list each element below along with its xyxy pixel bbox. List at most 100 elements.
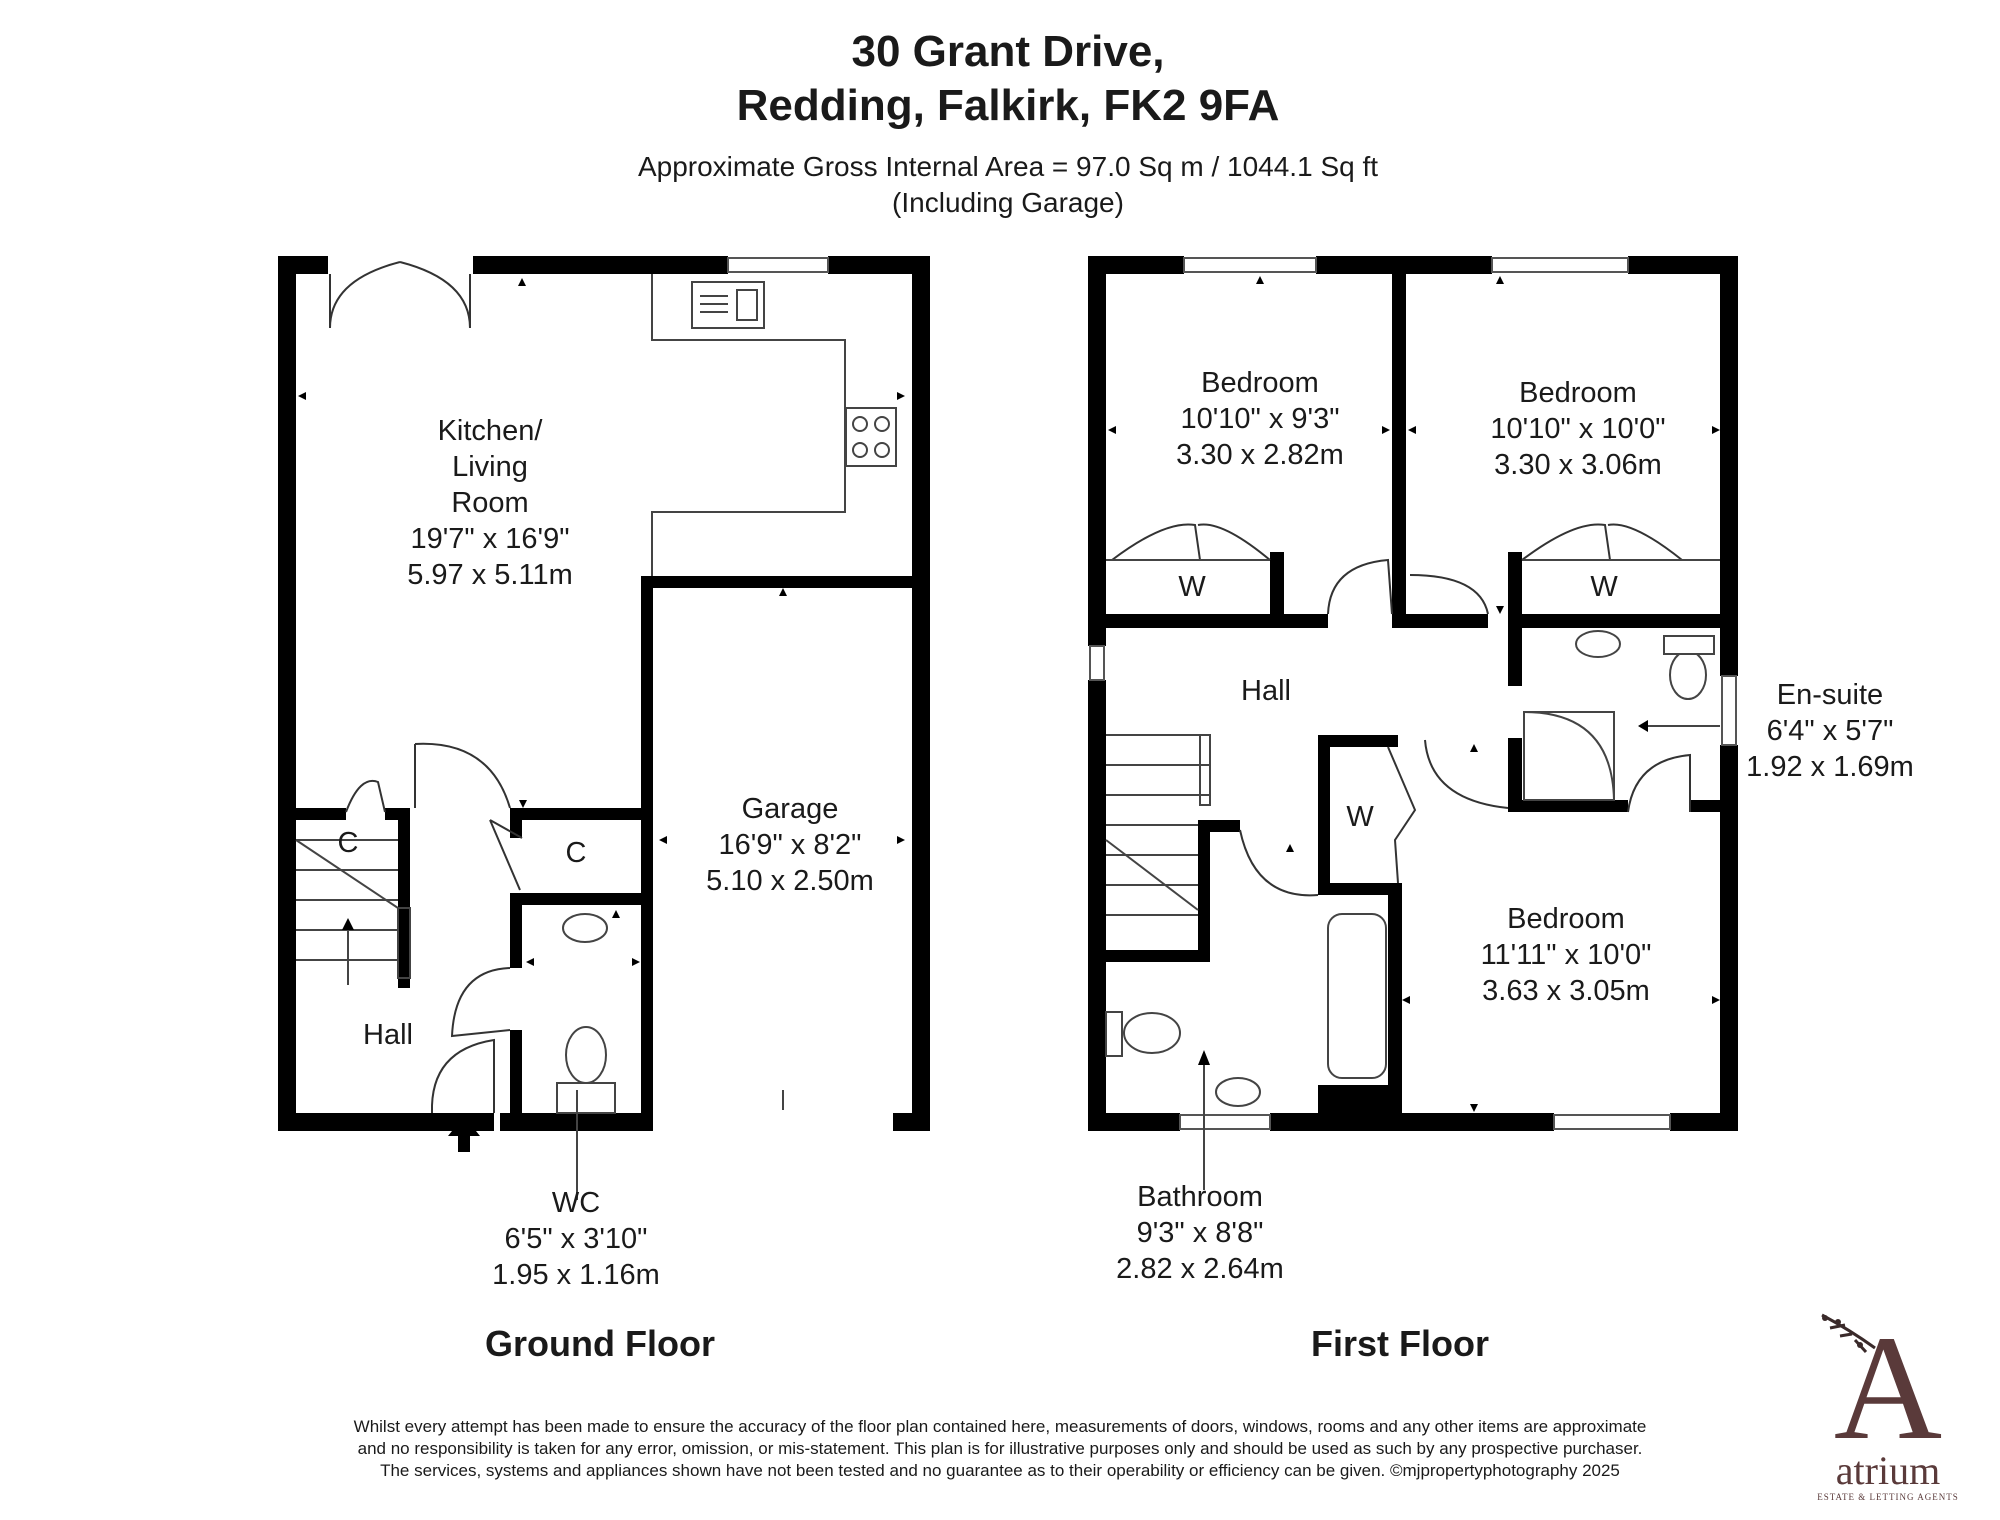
logo-branch-icon [1821,1313,1876,1354]
first-floor-title: First Floor [1311,1323,1489,1364]
ensuite-toilet-icon [1669,650,1707,700]
ff-wall-bed1-bottom [1106,614,1328,628]
ff-wall-right-top [1720,256,1738,676]
gf-wall-c-top [510,808,650,820]
wardrobe2-label: W [1590,571,1618,603]
kitchen-metric: 5.97 x 5.11m [407,559,573,591]
gf-wall-bottom-mid [500,1113,650,1131]
ff-wall-bottom-c [1670,1113,1738,1131]
ff-wall-top-a [1088,256,1184,274]
atrium-logo: A atrium ESTATE & LETTING AGENTS [1817,1305,1959,1502]
gf-wall-wc-left-top [510,893,522,968]
gf-wall-c-bottom [510,893,650,905]
disclaimer-line-1: Whilst every attempt has been made to en… [354,1417,1647,1436]
gf-toilet-icon [565,1026,607,1084]
ff-door-bath [1239,829,1319,897]
logo-tagline: ESTATE & LETTING AGENTS [1817,1492,1959,1502]
ensuite-basin-icon [1575,630,1621,658]
bedroom2-imperial: 10'10" x 10'0" [1490,413,1665,445]
first-floor-plan [1088,256,1738,1190]
disclaimer-line-2: and no responsibility is taken for any e… [358,1439,1643,1458]
gf-toilet-cistern [556,1082,616,1114]
gf-door-cupboard [345,779,386,813]
gf-wc-basin-icon [562,913,608,943]
wc-imperial: 6'5" x 3'10" [505,1223,648,1255]
gf-wall-garage-left [641,576,653,1131]
gf-wall-top-a [278,256,328,274]
sink-bowl [736,289,758,321]
ensuite-metric: 1.92 x 1.69m [1746,751,1914,783]
hob-icon [845,407,897,467]
wc-metric: 1.95 x 1.16m [492,1259,660,1291]
garage-name: Garage [742,793,839,825]
ff-wall-w2-left [1508,552,1522,628]
ff-wall-bed-divider [1392,256,1406,628]
ff-door-bed1 [1327,558,1393,615]
ff-wall-bath-bottom-block [1318,1085,1398,1131]
address-line-1: 30 Grant Drive, [851,27,1164,76]
ensuite-imperial: 6'4" x 5'7" [1767,715,1894,747]
ff-wall-w3-left [1318,735,1330,895]
ff-wall-ensuite-bottom-b [1690,800,1738,812]
kitchen-imperial: 19'7" x 16'9" [410,523,569,555]
gross-area: Approximate Gross Internal Area = 97.0 S… [638,151,1378,182]
ff-wall-ensuite-left-top [1508,622,1522,686]
gf-door-living [414,742,511,809]
ground-floor-title: Ground Floor [485,1323,715,1364]
ff-stairs [1105,734,1211,916]
ff-wardrobe3-doors [1387,746,1417,884]
ground-floor-plan [278,256,930,1200]
ff-wall-left-bottom [1088,680,1106,1131]
bath-toilet-icon [1123,1012,1181,1054]
ff-wall-top-c [1628,256,1738,274]
bedroom3-name: Bedroom [1507,903,1625,935]
gf-wall-bottom-left [278,1113,494,1131]
ff-wardrobe1-doors [1111,523,1271,561]
wardrobe1-label: W [1178,571,1206,603]
ff-door-ensuite [1627,753,1691,813]
ff-wall-w1-right [1270,552,1284,628]
gf-wall-garage-top [646,576,930,588]
ff-wall-bed2-bottom-b [1508,614,1738,628]
ff-wall-bottom-a [1088,1113,1180,1131]
bedroom3-metric: 3.63 x 3.05m [1482,975,1650,1007]
bedroom3-imperial: 11'11" x 10'0" [1481,939,1652,971]
entrance-arrow-icon [448,1116,480,1152]
ff-wall-bath-right [1388,883,1402,1131]
kitchen-name-2: Living [452,451,528,483]
bedroom1-metric: 3.30 x 2.82m [1176,439,1344,471]
garage-imperial: 16'9" x 8'2" [719,829,862,861]
ff-wall-landing [1198,820,1240,832]
bathroom-imperial: 9'3" x 8'8" [1137,1217,1264,1249]
gf-window-top [727,257,829,273]
ff-door-bed3 [1424,739,1509,809]
garage-metric: 5.10 x 2.50m [706,865,874,897]
gf-wall-stairs [398,808,410,988]
gf-door-wc [450,967,511,1038]
address-line-2: Redding, Falkirk, FK2 9FA [737,81,1280,130]
ff-door-bed2 [1409,574,1489,615]
ensuite-name: En-suite [1777,679,1883,711]
kitchen-name-1: Kitchen/ [438,415,544,447]
kitchen-name-3: Room [451,487,528,519]
logo-name: atrium [1836,1448,1940,1493]
bath-icon [1327,913,1387,1079]
gf-french-doors [329,261,471,329]
gf-wall-c-left [510,808,522,838]
ff-window-bed2 [1491,257,1629,273]
gf-wall-left [278,256,296,1131]
gf-front-door [430,1038,495,1114]
gf-wall-top-b [473,256,728,274]
ff-wall-left-top [1088,256,1106,646]
ff-window-bath [1179,1114,1271,1130]
bath-basin-icon [1215,1077,1261,1107]
bedroom2-name: Bedroom [1519,377,1637,409]
ff-wardrobe2-doors [1521,523,1683,561]
ff-window-ensuite [1721,675,1737,746]
bathroom-name: Bathroom [1137,1181,1263,1213]
ff-wall-w3-top [1318,735,1398,747]
bedroom1-name: Bedroom [1201,367,1319,399]
cupboard-right-label: C [566,837,587,869]
ff-window-bed1 [1183,257,1317,273]
